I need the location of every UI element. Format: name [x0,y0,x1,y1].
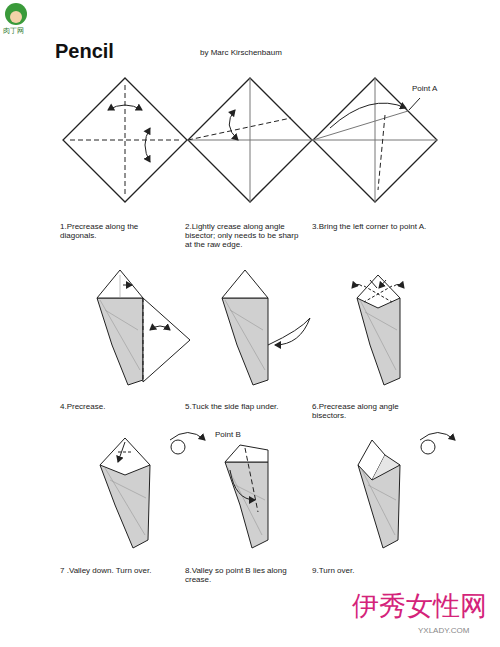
step-caption: 7 .Valley down. Turn over. [60,566,175,575]
step-caption: 3.Bring the left corner to point A. [312,222,427,231]
step-caption: 5.Tuck the side flap under. [185,402,305,411]
step-caption: 8.Valley so point B lies along crease. [185,566,305,584]
step-caption: 2.Lightly crease along angle bisector; o… [185,222,305,250]
step-caption: 1.Precrease along the diagonals. [60,222,175,240]
point-label: Point B [215,430,241,439]
logo-text: 肉丁网 [3,27,24,35]
watermark: 伊秀女性网 [352,590,487,621]
title: Pencil [55,40,114,63]
step-caption: 9.Turn over. [312,566,427,575]
author: by Marc Kirschenbaum [200,48,282,57]
point-label: Point A [412,84,437,93]
step-caption: 4.Precrease. [60,402,175,411]
step-caption: 6.Precrease along angle bisectors. [312,402,427,420]
watermark-url: YXLADY.COM [418,626,469,635]
